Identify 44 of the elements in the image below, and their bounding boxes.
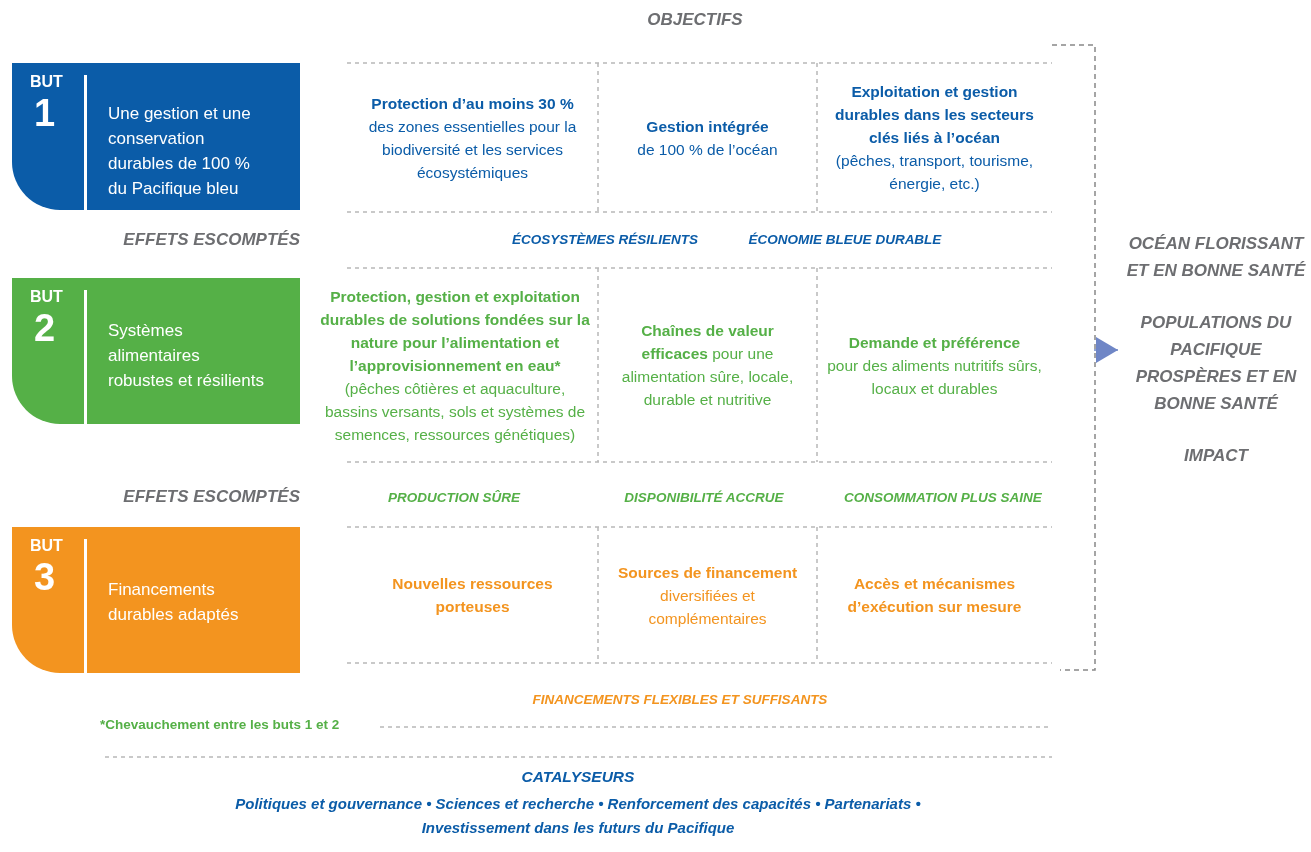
goal-title: Financements durables adaptés [108,579,240,626]
section-heading: OBJECTIFS [647,10,743,30]
outcome-label: FINANCEMENTS FLEXIBLES ET SUFFISANTS [532,692,828,707]
cell-heading: Exploitation et gestion durables dans les secteurs clés liés à l’océan [834,82,1035,148]
cell-heading: Gestion intégrée [646,116,769,137]
cell-text: diversifiées et complémentaires [647,585,768,629]
footnote: *Chevauchement entre les buts 1 et 2 [100,717,340,732]
outcome-label: ÉCONOMIE BLEUE DURABLE [748,232,942,247]
goal-number: 3 [34,557,56,597]
row-heading: EFFETS ESCOMPTÉS [123,230,300,250]
arrow [1093,337,1119,363]
section-heading: CATALYSEURS [521,768,635,786]
cell-heading: Protection, gestion et exploitation durables de solutions fondées sur la nature pour l’alimentation et l’approvisionnement en eau* [320,286,590,376]
bracket [1051,44,1096,671]
goal-title: Systèmes alimentaires robustes et résilients [108,320,264,392]
goal-title: Une gestion et une conservation durables de 100 % du Pacifique bleu [108,103,252,200]
impact-text: OCÉAN FLORISSANT ET EN BONNE SANTÉ [1125,233,1307,282]
goal-box [12,527,300,673]
cell-text: Accès et mécanismes d’exécution sur mesure [846,574,1023,617]
cell-text: des zones essentielles pour la biodiversité et les services écosystémiques [367,116,578,183]
cell-text: pour des aliments nutritifs sûrs, locaux et durables [826,355,1043,399]
cell-text: Nouvelles ressources porteuses [391,574,554,617]
outcome-label: PRODUCTION SÛRE [388,490,520,505]
row-heading: EFFETS ESCOMPTÉS [123,487,300,507]
cell-heading: Demande et préférence [848,332,1021,353]
outcome-label: DISPONIBILITÉ ACCRUE [624,490,784,505]
outcome-label: CONSOMMATION PLUS SAINE [844,490,1042,505]
cell-text: de 100 % de l’océan [637,139,778,160]
goal-label: BUT [30,73,63,91]
cell-heading: Protection d’au moins 30 % [371,93,574,114]
goal-number: 1 [34,93,56,133]
outcome-label: ÉCOSYSTÈMES RÉSILIENTS [512,232,698,247]
goal-number: 2 [34,308,56,348]
catalyst-list: Politiques et gouvernance • Sciences et recherche • Renforcement des capacités • Partenariats • Investissement dans les futurs du Pacifique [208,792,948,840]
goal-label: BUT [30,537,63,555]
cell-text: (pêches côtières et aquaculture, bassins versants, sols et systèmes de semences, ressources génétiques) [323,378,587,445]
goal-box [12,63,300,210]
goal-box [12,278,300,424]
cell-text: Chaînes de valeur efficaces pour une alimentation sûre, locale, durable et nutritive [620,321,795,410]
impact-text: IMPACT [1183,445,1250,467]
goal-label: BUT [30,288,63,306]
impact-text: POPULATIONS DU PACIFIQUE PROSPÈRES ET EN BONNE SANTÉ [1134,312,1298,415]
cell-text: (pêches, transport, tourisme, énergie, etc.) [834,151,1035,194]
cell-heading: Sources de financement [617,562,798,583]
